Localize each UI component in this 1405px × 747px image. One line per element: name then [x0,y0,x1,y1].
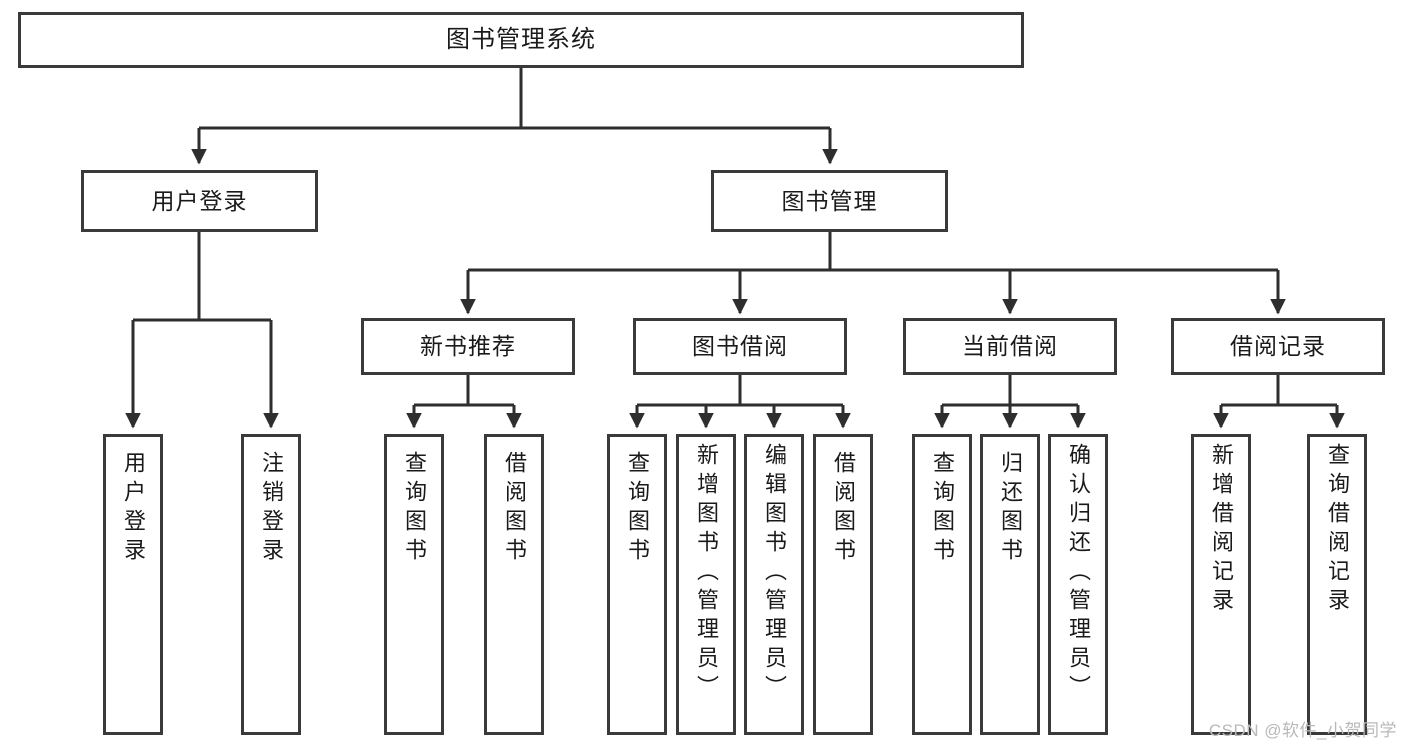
leaf-new-book-borrow-label: 借阅图书 [502,451,527,567]
leaf-user-login-login[interactable]: 用户登录 [103,434,163,735]
node-new-book-recommend-label: 新书推荐 [420,333,516,360]
node-borrow-record-label: 借阅记录 [1230,333,1326,360]
node-user-login-label: 用户登录 [151,187,248,214]
node-book-management-label: 图书管理 [781,187,878,214]
leaf-user-login-logout[interactable]: 注销登录 [241,434,301,735]
node-current-borrow[interactable]: 当前借阅 [903,318,1117,375]
leaf-new-book-query[interactable]: 查询图书 [384,434,444,735]
leaf-book-borrow-query-label: 查询图书 [625,451,650,567]
leaf-current-borrow-confirm-label: 确认归还（管理员） [1066,443,1091,704]
node-book-borrow[interactable]: 图书借阅 [633,318,847,375]
leaf-borrow-record-query[interactable]: 查询借阅记录 [1307,434,1367,735]
leaf-current-borrow-confirm[interactable]: 确认归还（管理员） [1048,434,1108,735]
node-user-login[interactable]: 用户登录 [81,170,318,232]
node-root-label: 图书管理系统 [446,26,596,54]
leaf-book-borrow-query[interactable]: 查询图书 [607,434,667,735]
leaf-current-borrow-return[interactable]: 归还图书 [980,434,1040,735]
leaf-new-book-borrow[interactable]: 借阅图书 [484,434,544,735]
leaf-book-borrow-borrow-label: 借阅图书 [831,451,856,567]
node-current-borrow-label: 当前借阅 [962,333,1058,360]
leaf-new-book-query-label: 查询图书 [402,451,427,567]
leaf-current-borrow-query[interactable]: 查询图书 [912,434,972,735]
leaf-user-login-logout-label: 注销登录 [259,451,284,567]
node-book-borrow-label: 图书借阅 [692,333,788,360]
node-borrow-record[interactable]: 借阅记录 [1171,318,1385,375]
leaf-book-borrow-edit-label: 编辑图书（管理员） [762,443,787,704]
node-root[interactable]: 图书管理系统 [18,12,1024,68]
leaf-borrow-record-query-label: 查询借阅记录 [1325,443,1350,617]
leaf-current-borrow-query-label: 查询图书 [930,451,955,567]
node-book-management[interactable]: 图书管理 [711,170,948,232]
leaf-book-borrow-add-label: 新增图书（管理员） [694,443,719,704]
leaf-user-login-login-label: 用户登录 [121,451,146,567]
node-new-book-recommend[interactable]: 新书推荐 [361,318,575,375]
leaf-current-borrow-return-label: 归还图书 [998,451,1023,567]
leaf-book-borrow-edit[interactable]: 编辑图书（管理员） [744,434,804,735]
leaf-book-borrow-add[interactable]: 新增图书（管理员） [676,434,736,735]
leaf-borrow-record-add-label: 新增借阅记录 [1209,443,1234,617]
leaf-borrow-record-add[interactable]: 新增借阅记录 [1191,434,1251,735]
leaf-book-borrow-borrow[interactable]: 借阅图书 [813,434,873,735]
